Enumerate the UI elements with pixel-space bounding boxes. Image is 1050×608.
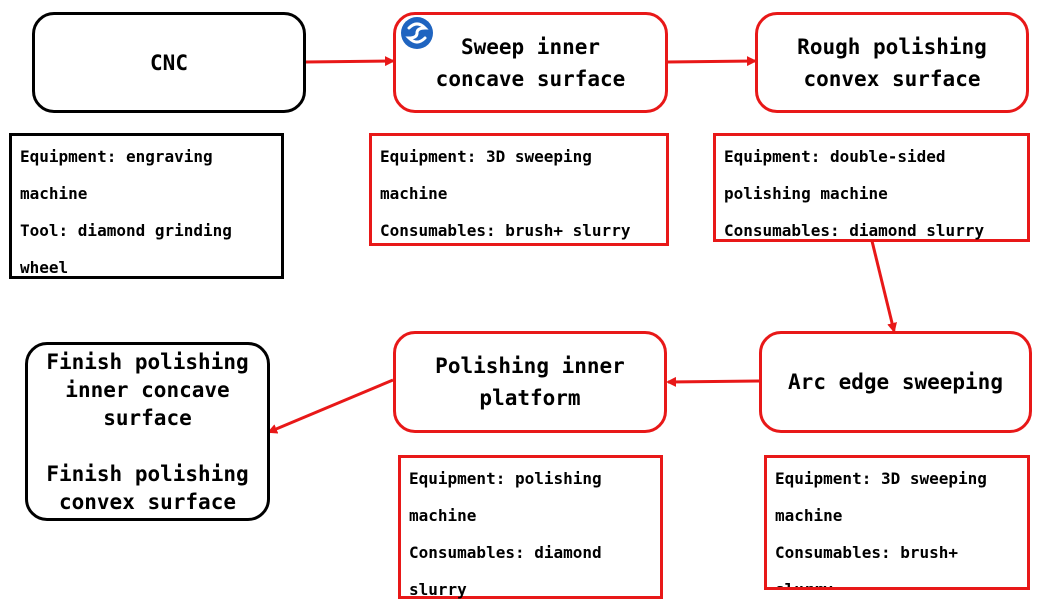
- detail-cnc-line: Equipment: engraving: [20, 147, 213, 166]
- detail-arc-edge-sweeping-line: slurry: [775, 580, 833, 590]
- swirl-logo-icon: [400, 16, 434, 50]
- detail-sweep-inner-line: Consumables: brush+ slurry: [380, 221, 631, 240]
- detail-arc-edge-sweeping: Equipment: 3D sweeping machine Consumabl…: [764, 455, 1030, 590]
- detail-arc-edge-sweeping-line: machine: [775, 506, 843, 525]
- detail-rough-polishing: Equipment: double-sided polishing machin…: [713, 133, 1030, 242]
- detail-polishing-platform-line: Consumables: diamond: [409, 543, 602, 562]
- detail-sweep-inner: Equipment: 3D sweeping machine Consumabl…: [369, 133, 669, 246]
- detail-polishing-platform-line: slurry: [409, 580, 467, 599]
- step-sweep-inner: Sweep inner concave surface: [393, 12, 668, 113]
- step-rough-polishing: Rough polishing convex surface: [755, 12, 1029, 113]
- step-sweep-inner-label: Sweep inner concave surface: [435, 34, 626, 91]
- step-arc-edge-sweeping: Arc edge sweeping: [759, 331, 1032, 433]
- detail-polishing-platform-line: Equipment: polishing: [409, 469, 602, 488]
- detail-rough-polishing-line: Equipment: double-sided: [724, 147, 946, 166]
- step-cnc-label: CNC: [150, 50, 188, 75]
- detail-cnc-line: wheel: [20, 258, 69, 277]
- step-finish-polishing-label: Finish polishing inner concave surface F…: [46, 349, 249, 514]
- step-finish-polishing: Finish polishing inner concave surface F…: [25, 342, 270, 521]
- step-rough-polishing-label: Rough polishing convex surface: [797, 34, 987, 91]
- detail-cnc-line: Tool: diamond grinding: [20, 221, 232, 240]
- detail-polishing-platform-line: machine: [409, 506, 477, 525]
- arrow-cnc-to-sweep: [304, 56, 395, 67]
- arrow-sweep-to-rough: [666, 56, 757, 67]
- detail-sweep-inner-line: Equipment: 3D sweeping: [380, 147, 592, 166]
- detail-cnc-line: machine: [20, 184, 88, 203]
- detail-arc-edge-sweeping-line: Equipment: 3D sweeping: [775, 469, 987, 488]
- step-cnc: CNC: [32, 12, 306, 113]
- detail-arc-edge-sweeping-line: Consumables: brush+: [775, 543, 959, 562]
- step-arc-edge-sweeping-label: Arc edge sweeping: [788, 370, 1003, 394]
- step-polishing-platform-label: Polishing inner platform: [435, 354, 625, 410]
- detail-polishing-platform: Equipment: polishing machine Consumables…: [398, 455, 663, 599]
- arrow-arc-to-platform: [666, 376, 760, 387]
- detail-rough-polishing-line: Consumables: diamond slurry: [724, 221, 985, 240]
- detail-cnc: Equipment: engraving machine Tool: diamo…: [9, 133, 284, 279]
- detail-rough-polishing-line: polishing machine: [724, 184, 888, 203]
- step-polishing-platform: Polishing inner platform: [393, 331, 667, 433]
- detail-sweep-inner-line: machine: [380, 184, 448, 203]
- arrow-platform-to-finish: [267, 378, 394, 434]
- arrow-rough-to-arc: [870, 240, 897, 333]
